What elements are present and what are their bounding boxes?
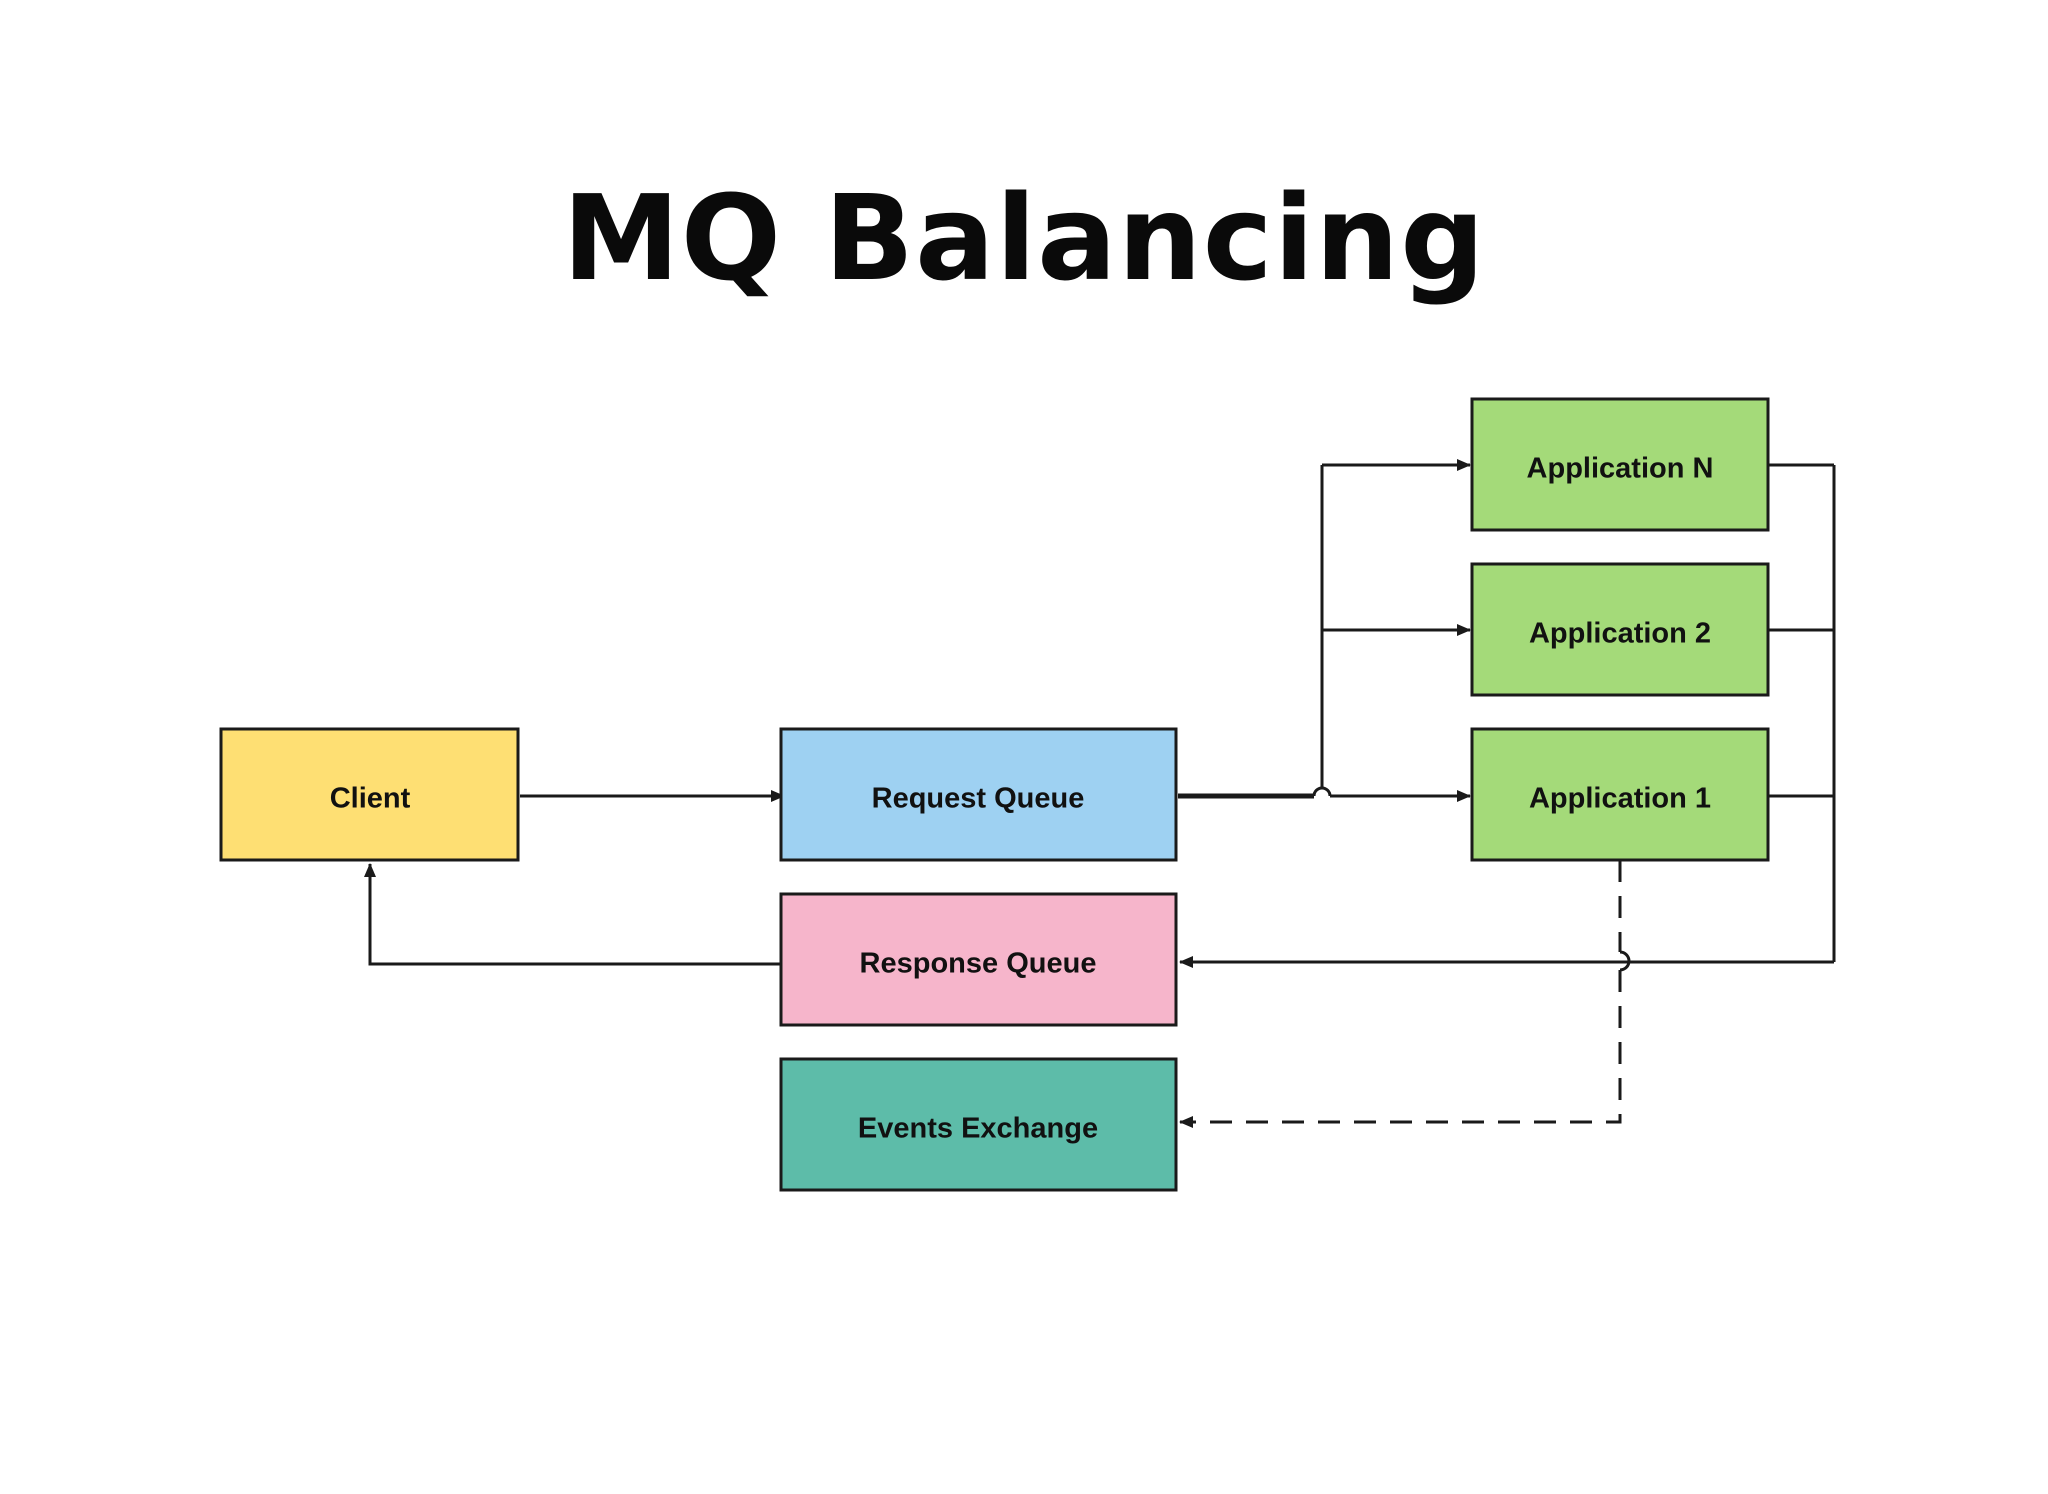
request-queue-label: Request Queue (872, 783, 1085, 815)
application-2-box (1470, 562, 1770, 697)
client-label: Client (330, 783, 411, 815)
page-title: MQ Balancing (562, 169, 1486, 307)
application-1-label: Application 1 (1529, 783, 1711, 815)
application-2-label: Application 2 (1529, 618, 1711, 650)
connectors (364, 459, 1836, 1128)
client-box (219, 727, 520, 862)
edge-trunk-hop (1312, 786, 1332, 797)
events-exchange-box (779, 1057, 1178, 1192)
response-queue-box (779, 892, 1178, 1027)
node-client: Client (219, 727, 520, 862)
response-queue-label: Response Queue (860, 948, 1097, 980)
edge-response-queue-to-client (364, 863, 780, 966)
node-application-n: Application N (1470, 397, 1770, 532)
edge-events-dashed-lower (1179, 970, 1622, 1128)
application-n-label: Application N (1527, 453, 1714, 485)
node-application-1: Application 1 (1470, 727, 1770, 862)
application-1-box (1470, 727, 1770, 862)
events-exchange-label: Events Exchange (858, 1113, 1098, 1145)
application-n-box (1470, 397, 1770, 532)
node-response-queue: Response Queue (779, 892, 1178, 1027)
node-request-queue: Request Queue (779, 727, 1178, 862)
node-events-exchange: Events Exchange (779, 1057, 1178, 1192)
request-queue-box (779, 727, 1178, 862)
edge-dashed-hop (1619, 950, 1631, 972)
node-application-2: Application 2 (1470, 562, 1770, 697)
